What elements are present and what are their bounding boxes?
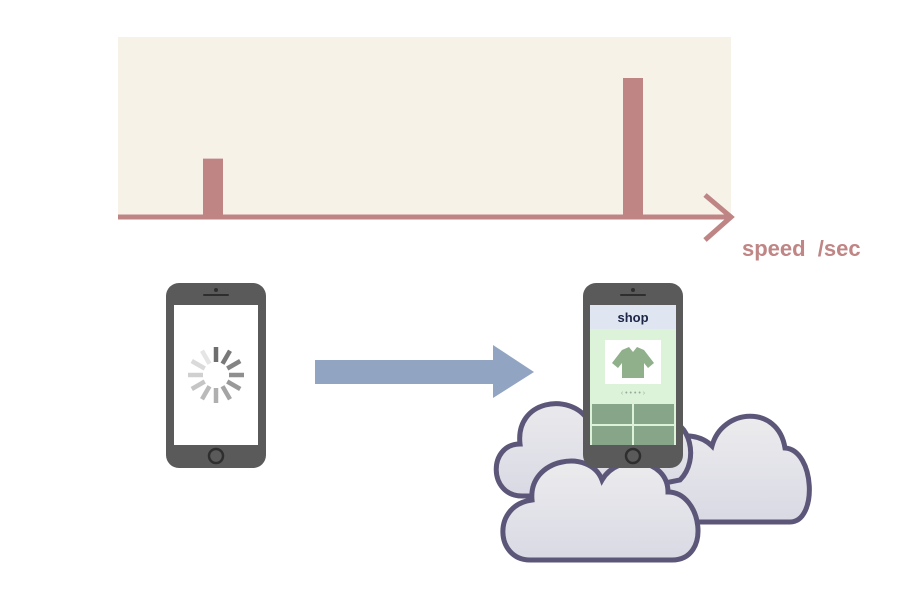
spinner-tick <box>190 379 206 391</box>
pager-dots: ‹ • • • • › <box>621 390 646 397</box>
spinner-tick <box>220 385 232 401</box>
speed-bar <box>203 158 223 217</box>
phone-camera <box>631 288 635 292</box>
spinner-tick <box>200 385 212 401</box>
spinner-tick <box>226 359 242 371</box>
spinner-tick <box>220 349 232 365</box>
shop-header <box>590 305 676 329</box>
phone-camera <box>214 288 218 292</box>
phone-loading <box>166 283 266 468</box>
home-button-icon <box>207 447 225 465</box>
shirt-icon <box>612 347 654 378</box>
right-arrow-icon <box>315 345 534 398</box>
spinner-tick <box>200 349 212 365</box>
phone-shop: shop ‹ • • • • › <box>583 283 683 468</box>
product-grid <box>592 404 674 445</box>
home-button-icon <box>624 447 642 465</box>
shop-title: shop <box>617 310 648 325</box>
chart-bars <box>203 78 643 217</box>
speed-chart <box>118 37 735 242</box>
phone-screen <box>174 305 258 445</box>
x-axis-arrowhead-icon <box>703 193 735 242</box>
speed-bar <box>623 78 643 217</box>
phone-speaker <box>620 294 646 296</box>
spinner-tick <box>190 359 206 371</box>
spinner-tick <box>226 379 242 391</box>
x-axis-label: speed /sec <box>742 236 861 261</box>
phone-speaker <box>203 294 229 296</box>
cloud-front <box>500 458 701 563</box>
loading-spinner-icon <box>188 347 244 403</box>
